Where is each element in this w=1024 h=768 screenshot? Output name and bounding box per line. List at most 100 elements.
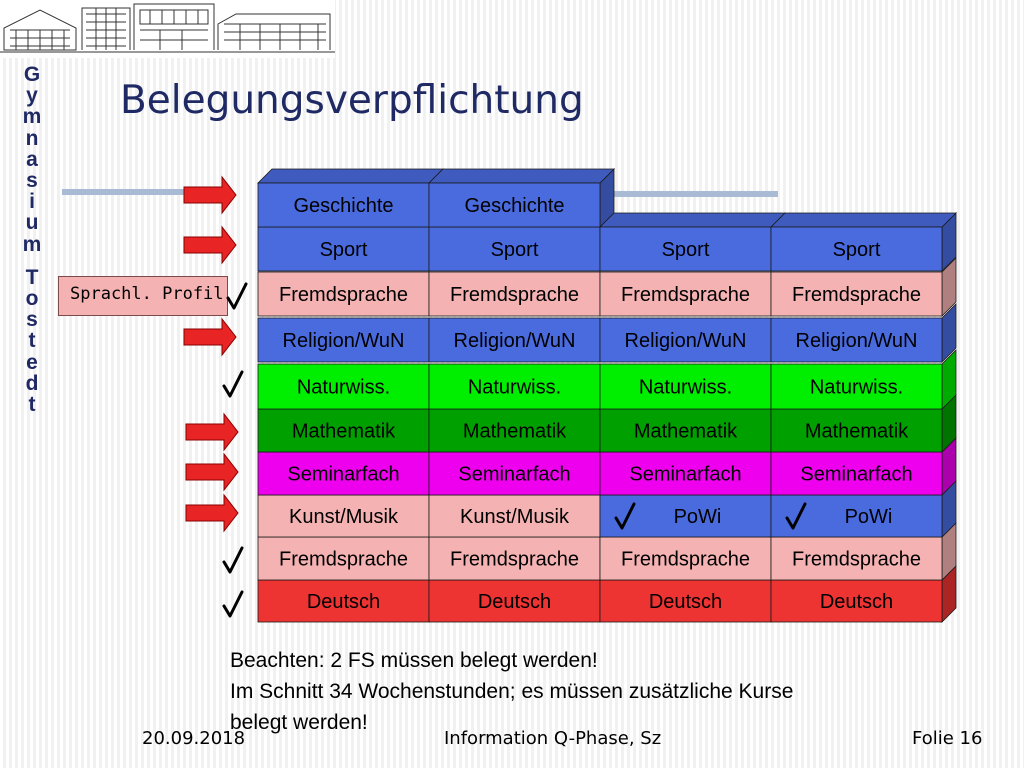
check-powi-col3-icon xyxy=(614,502,636,530)
col2-seminarfach-block xyxy=(428,451,601,496)
col2-religion-wun-label: Religion/WuN xyxy=(454,330,576,352)
col3-deutsch-label: Deutsch xyxy=(649,591,722,613)
col1-seminarfach-block xyxy=(257,451,430,496)
col2-sport-label: Sport xyxy=(491,239,539,261)
arrow-religion-icon xyxy=(183,317,237,357)
school-name-letter: y xyxy=(26,84,38,108)
col2-sport-block xyxy=(428,226,601,272)
col1-mathematik-block xyxy=(257,408,430,453)
col3-naturwiss-block xyxy=(599,363,772,410)
note-line-1: Beachten: 2 FS müssen belegt werden! xyxy=(230,649,598,672)
school-name-letter: a xyxy=(26,147,38,171)
col2-fremdsprache-label: Fremdsprache xyxy=(450,549,579,571)
check-fremdsprache-top-icon xyxy=(226,282,248,310)
arrow-seminarfach-icon xyxy=(185,452,239,492)
col3-seminarfach-block xyxy=(599,451,772,496)
profile-box xyxy=(58,276,228,316)
footer-center: Information Q-Phase, Sz xyxy=(444,728,662,749)
col4-naturwiss-label: Naturwiss. xyxy=(810,377,903,399)
col1-fremdsprache-label: Fremdsprache xyxy=(279,549,408,571)
note-line-3: belegt werden! xyxy=(230,711,368,734)
col2-religion-wun-block xyxy=(428,317,601,363)
school-name-letter: s xyxy=(26,308,38,332)
col1-religion-wun-label: Religion/WuN xyxy=(283,330,405,352)
col4-fremdsprache-label: Fremdsprache xyxy=(792,549,921,571)
slide-title: Belegungsverpflichtung xyxy=(120,78,584,123)
col3-sport-label: Sport xyxy=(662,239,710,261)
col1-kunst-musik-label: Kunst/Musik xyxy=(289,506,399,528)
check-fremdsprache-bottom-icon xyxy=(222,546,244,574)
school-name-letter: n xyxy=(25,126,39,150)
note-line-2: Im Schnitt 34 Wochenstunden; es müssen z… xyxy=(230,680,794,703)
profile-label: Sprachl. Profil xyxy=(70,284,224,304)
col1-fremdsprache-label: Fremdsprache xyxy=(279,284,408,306)
school-name-letter: m xyxy=(22,232,42,256)
col2-kunst-musik-label: Kunst/Musik xyxy=(460,506,570,528)
col4-sport-top xyxy=(770,212,957,228)
col2-naturwiss-block xyxy=(428,363,601,410)
col3-naturwiss-label: Naturwiss. xyxy=(639,377,732,399)
col1-fremdsprache-block xyxy=(257,271,430,317)
col4-fremdsprache-block xyxy=(770,271,943,317)
col4-powi-label: PoWi xyxy=(845,506,893,528)
col2-geschichte-block xyxy=(428,182,601,228)
col3-fremdsprache-label: Fremdsprache xyxy=(621,284,750,306)
note: Beachten: 2 FS müssen belegt werden! Im … xyxy=(230,645,950,738)
col3-sport-top xyxy=(599,212,786,228)
col1-sport-label: Sport xyxy=(320,239,368,261)
col2-fremdsprache-block xyxy=(428,271,601,317)
col4-fremdsprache-label: Fremdsprache xyxy=(792,284,921,306)
school-name-letter: e xyxy=(26,350,38,374)
col1-deutsch-label: Deutsch xyxy=(307,591,380,613)
col4-mathematik-label: Mathematik xyxy=(805,421,909,443)
col3-mathematik-label: Mathematik xyxy=(634,421,738,443)
col3-sport-block xyxy=(599,226,772,272)
col4-mathematik-block xyxy=(770,408,943,453)
col2-seminarfach-label: Seminarfach xyxy=(458,464,570,486)
col2-fremdsprache-label: Fremdsprache xyxy=(450,284,579,306)
col2-naturwiss-label: Naturwiss. xyxy=(468,377,561,399)
col4-deutsch-block xyxy=(770,579,943,623)
col2-geschichte-label: Geschichte xyxy=(464,195,564,217)
col1-geschichte-block xyxy=(257,182,430,228)
col3-seminarfach-label: Seminarfach xyxy=(629,464,741,486)
school-name-letter: u xyxy=(25,211,39,235)
col1-kunst-musik-block xyxy=(257,494,430,538)
school-name-letter: d xyxy=(25,371,39,395)
school-name-letter: m xyxy=(22,105,42,129)
col4-religion-wun-label: Religion/WuN xyxy=(796,330,918,352)
school-name-letter: T xyxy=(25,265,39,289)
col3-religion-wun-block xyxy=(599,317,772,363)
col1-naturwiss-label: Naturwiss. xyxy=(297,377,390,399)
arrow-mathematik-icon xyxy=(185,412,239,452)
arrow-sport-icon xyxy=(183,225,237,265)
school-building-drawing xyxy=(0,3,335,53)
col4-fremdsprache-block xyxy=(770,536,943,581)
col2-kunst-musik-block xyxy=(428,494,601,538)
school-name-letter: G xyxy=(23,63,41,86)
school-logo xyxy=(0,0,335,58)
col1-deutsch-block xyxy=(257,579,430,623)
col2-geschichte-top xyxy=(428,168,615,184)
title-rule-left xyxy=(62,189,185,195)
col1-fremdsprache-block xyxy=(257,536,430,581)
col1-geschichte-label: Geschichte xyxy=(293,195,393,217)
col4-seminarfach-label: Seminarfach xyxy=(800,464,912,486)
check-deutsch-icon xyxy=(222,590,244,618)
col1-seminarfach-label: Seminarfach xyxy=(287,464,399,486)
col4-seminarfach-block xyxy=(770,451,943,496)
check-naturwiss-icon xyxy=(222,370,244,398)
col2-mathematik-label: Mathematik xyxy=(463,421,567,443)
col3-deutsch-block xyxy=(599,579,772,623)
col1-mathematik-label: Mathematik xyxy=(292,421,396,443)
col3-fremdsprache-label: Fremdsprache xyxy=(621,549,750,571)
arrow-kunst-musik-icon xyxy=(185,493,239,533)
col4-naturwiss-block xyxy=(770,363,943,410)
col4-religion-wun-block xyxy=(770,317,943,363)
col1-sport-block xyxy=(257,226,430,272)
footer-slide-number: Folie 16 xyxy=(912,728,983,749)
title-rule-right xyxy=(610,191,778,197)
col4-sport-block xyxy=(770,226,943,272)
school-name-letter: s xyxy=(26,169,38,193)
school-name-letter: o xyxy=(25,287,39,311)
